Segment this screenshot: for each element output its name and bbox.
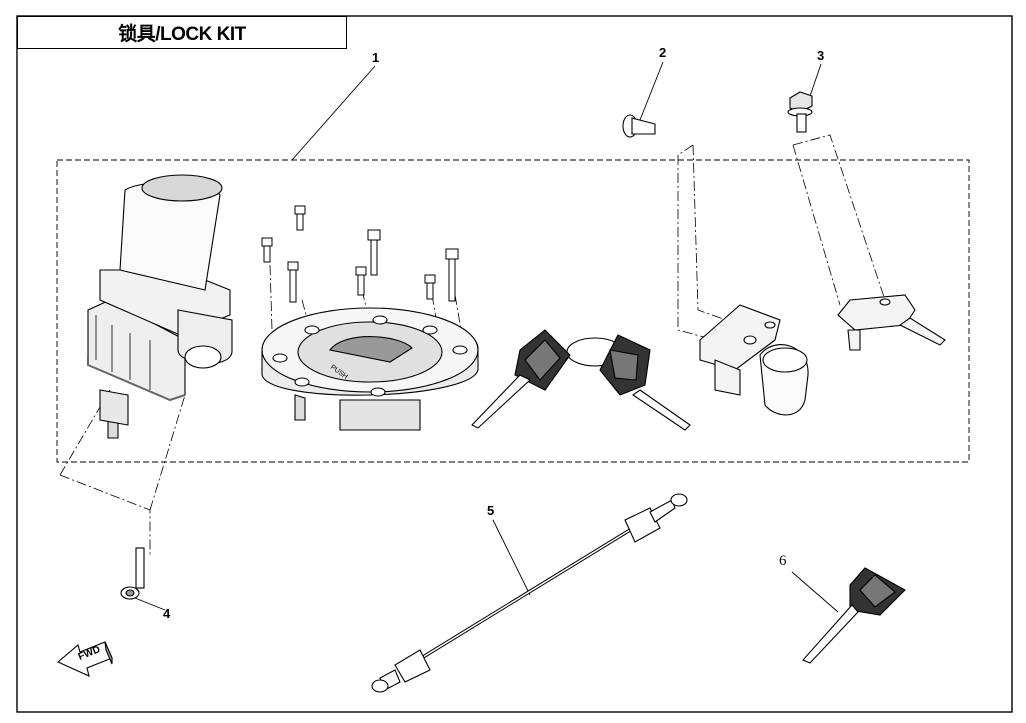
- bolt-3: [787, 91, 813, 133]
- bolt-b: [294, 205, 306, 231]
- ignition-switch: [87, 174, 233, 439]
- leader-lines: [134, 61, 839, 613]
- forward-arrow-icon: [56, 641, 113, 677]
- bolt-c: [287, 261, 299, 303]
- diagram-title: 锁具/LOCK KIT: [17, 16, 347, 49]
- mount-bracket: [837, 294, 946, 351]
- callout-6: 6: [779, 553, 787, 569]
- callout-4: 4: [163, 606, 171, 621]
- leader-6: [791, 571, 839, 613]
- fuel-cap-bolts: [261, 205, 459, 303]
- fuel-cap: PUSH: [261, 307, 479, 431]
- bolt-e: [355, 266, 367, 296]
- leader-5: [492, 519, 531, 596]
- bolt-d: [367, 229, 381, 276]
- kit-group-boundary: [56, 159, 970, 463]
- bolt-f: [424, 274, 436, 300]
- callout-2: 2: [659, 45, 667, 60]
- leader-2: [639, 61, 664, 121]
- callout-1: 1: [372, 50, 380, 65]
- bolt-g: [445, 248, 459, 302]
- leader-1: [291, 65, 376, 161]
- outer-frame: [16, 15, 1013, 713]
- callout-3: 3: [817, 48, 825, 63]
- lock-bracket: [699, 304, 809, 416]
- key-pair: [471, 329, 691, 431]
- screw-4: [120, 547, 145, 600]
- seat-lock-cable: [371, 493, 688, 693]
- bolt-a: [261, 237, 273, 263]
- screw-2: [622, 114, 656, 138]
- key-6: [802, 567, 906, 664]
- leader-4: [134, 597, 166, 611]
- callout-5: 5: [487, 503, 495, 518]
